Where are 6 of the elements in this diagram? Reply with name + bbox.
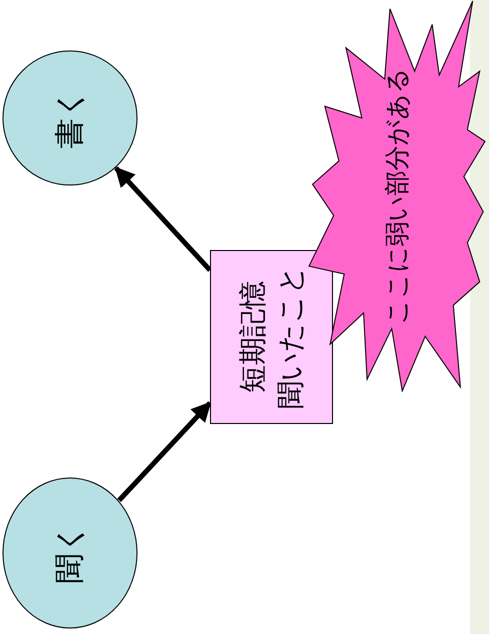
arrow: [117, 401, 212, 502]
listen-circle: 聞く: [2, 477, 138, 629]
burst-shape: ここに弱い部分がある: [308, 0, 486, 392]
arrow: [114, 166, 212, 272]
memory-box: 短期記憶 聞いたこと: [210, 250, 333, 424]
write-circle: 書く: [2, 50, 138, 186]
